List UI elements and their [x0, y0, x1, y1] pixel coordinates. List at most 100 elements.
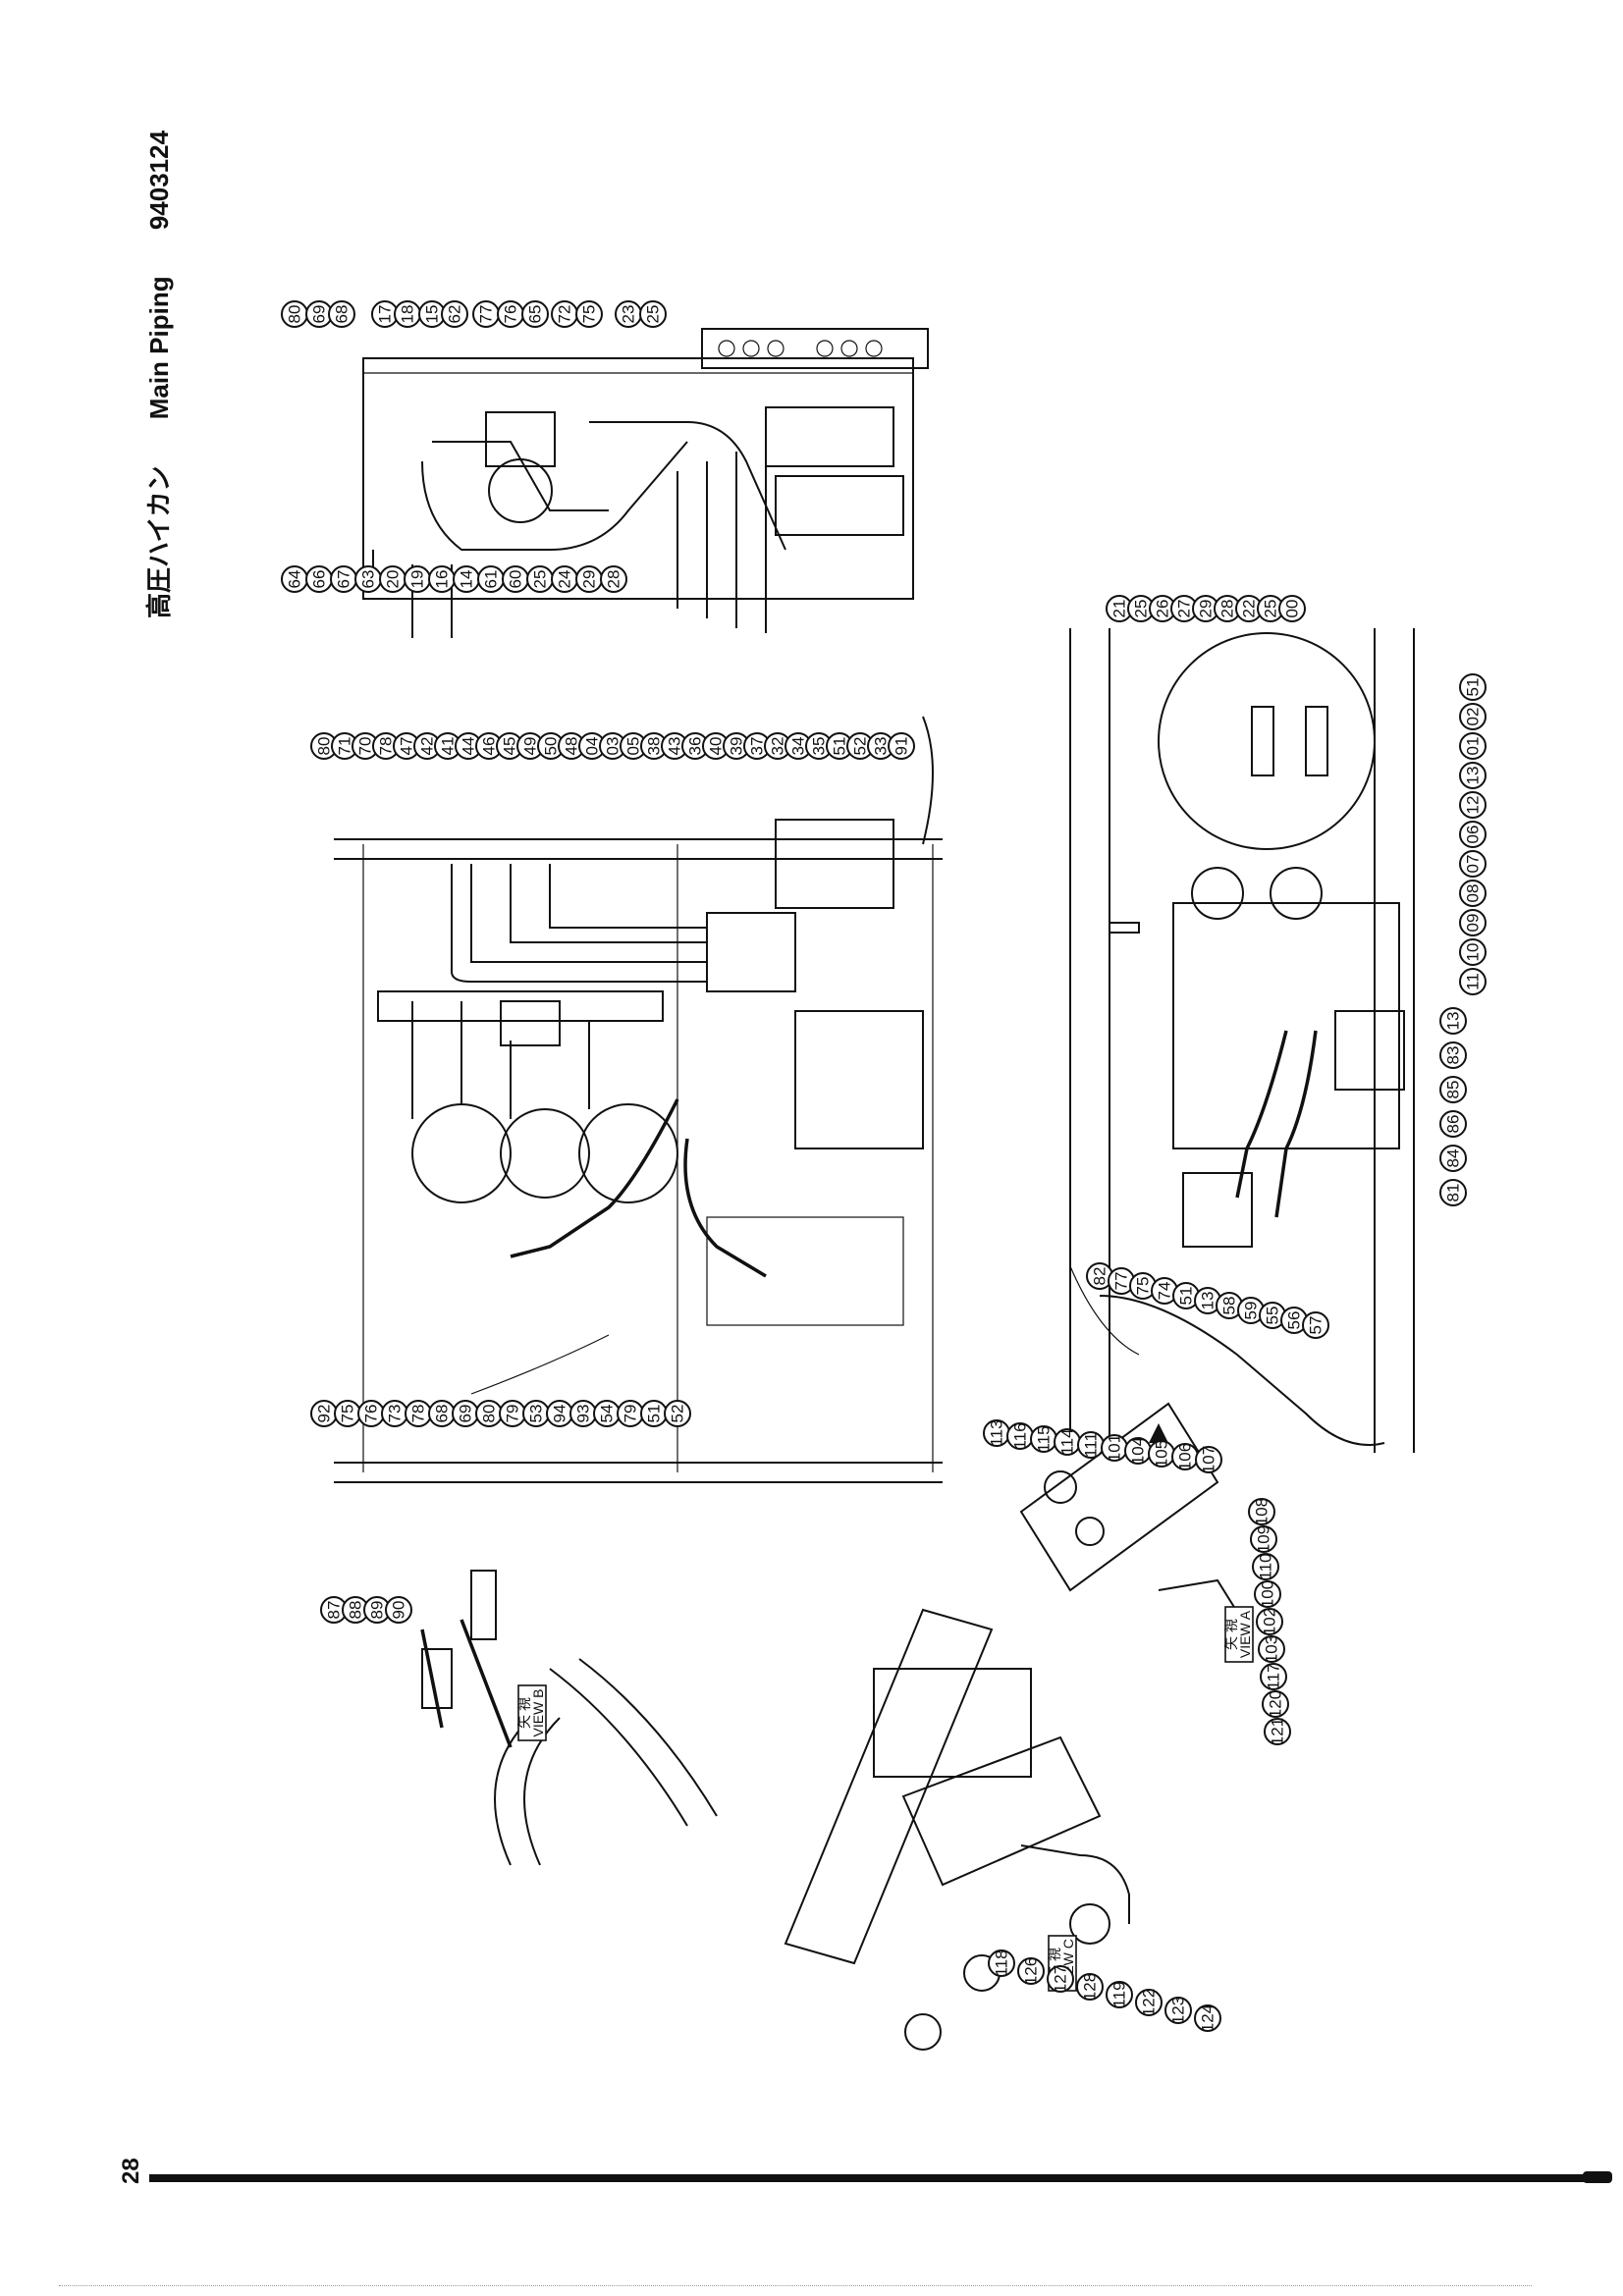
callout-number: 65 — [526, 305, 545, 324]
view-c-callout: 122 — [1135, 1989, 1163, 2016]
callout-circle — [1302, 1311, 1329, 1339]
callout-number: 86 — [1444, 1115, 1463, 1134]
callout-circle — [1248, 1498, 1275, 1525]
callout-number: 101 — [1106, 1434, 1124, 1462]
view-c-callout: 116 — [1006, 1422, 1034, 1450]
callout-number: 72 — [556, 305, 574, 324]
callout-number: 89 — [368, 1601, 387, 1620]
main-view-callout: 52 — [664, 1400, 691, 1427]
callout-number: 109 — [1255, 1525, 1273, 1553]
callout-number: 70 — [356, 737, 375, 756]
view-c-callout: 101 — [1101, 1434, 1128, 1462]
callout-number: 34 — [789, 737, 808, 756]
callout-number: 44 — [460, 737, 478, 756]
callout-number: 47 — [398, 737, 416, 756]
callout-number: 115 — [1035, 1425, 1054, 1452]
top-view-callout: 77 — [472, 300, 500, 328]
callout-number: 01 — [1464, 737, 1483, 756]
callout-number: 27 — [1175, 600, 1194, 618]
callout-number: 79 — [622, 1405, 640, 1423]
callout-number: 75 — [1134, 1277, 1153, 1296]
top-view-callout: 29 — [575, 565, 603, 593]
callout-number: 84 — [1444, 1149, 1463, 1168]
callout-number: 09 — [1464, 914, 1483, 933]
callout-number: 105 — [1153, 1440, 1171, 1468]
callout-number: 78 — [409, 1405, 428, 1423]
callout-number: 75 — [580, 305, 599, 324]
view-b-line1: 矢 視 — [516, 1697, 532, 1729]
right-view-callout: 83 — [1439, 1041, 1467, 1069]
right-view-callout: 22 — [1235, 595, 1263, 622]
top-view-callout: 80 — [281, 300, 308, 328]
callout-circle — [1262, 1690, 1289, 1718]
top-view-callout: 66 — [305, 565, 333, 593]
callout-number: 51 — [1177, 1287, 1196, 1306]
right-view-callout: 06 — [1459, 821, 1487, 848]
callout-number: 64 — [286, 570, 304, 589]
top-view-callout: 28 — [600, 565, 627, 593]
callout-number: 123 — [1169, 1997, 1188, 2024]
callout-number: 40 — [707, 737, 726, 756]
callout-number: 61 — [482, 570, 501, 589]
callout-number: 73 — [386, 1405, 405, 1423]
right-view-callout: 12 — [1459, 791, 1487, 819]
callout-circle — [1439, 1076, 1467, 1103]
callout-number: 51 — [831, 737, 849, 756]
callout-number: 79 — [504, 1405, 522, 1423]
right-assembly-drawing — [1069, 628, 1415, 1453]
view-c-callout: 102 — [1256, 1608, 1283, 1635]
callout-number: 67 — [335, 570, 353, 589]
callout-number: 28 — [1218, 600, 1237, 618]
callout-circle — [1047, 1965, 1074, 1993]
right-view-callout: 08 — [1459, 880, 1487, 907]
top-view-callout: 63 — [354, 565, 382, 593]
view-a-line1: 矢 視 — [1223, 1619, 1239, 1650]
callout-circle — [521, 300, 549, 328]
callout-number: 07 — [1464, 855, 1483, 874]
callout-number: 117 — [1265, 1663, 1283, 1689]
callout-circle — [1459, 703, 1487, 730]
callout-circle — [1459, 909, 1487, 936]
callout-number: 55 — [1264, 1307, 1282, 1325]
view-c-callout: 120 — [1262, 1690, 1289, 1718]
callout-number: 91 — [893, 737, 911, 756]
view-c-callout: 115 — [1030, 1425, 1057, 1453]
callout-circle — [1439, 1179, 1467, 1206]
main-view-callout: 73 — [381, 1400, 408, 1427]
callout-number: 80 — [480, 1405, 499, 1423]
callout-number: 53 — [527, 1405, 546, 1423]
top-view-callout: 61 — [477, 565, 505, 593]
callout-number: 54 — [598, 1405, 617, 1423]
callout-circle — [1459, 821, 1487, 848]
callout-number: 00 — [1283, 600, 1302, 618]
callout-number: 46 — [480, 737, 499, 756]
callout-number: 71 — [336, 737, 354, 756]
right-view-callout: 13 — [1439, 1007, 1467, 1035]
callout-number: 10 — [1464, 943, 1483, 962]
scan-artifact — [59, 2277, 1532, 2286]
callout-number: 52 — [851, 737, 870, 756]
top-view-callout: 69 — [305, 300, 333, 328]
callout-circle — [1459, 938, 1487, 966]
callout-circle — [1260, 1663, 1287, 1690]
callout-number: 121 — [1269, 1718, 1287, 1745]
main-view-callout: 36 — [681, 732, 709, 760]
main-view-callout: 41 — [434, 732, 461, 760]
callout-number: 38 — [645, 737, 664, 756]
callout-number: 75 — [339, 1405, 357, 1423]
view-c-callout: 123 — [1164, 1997, 1192, 2024]
callout-number: 100 — [1259, 1580, 1277, 1608]
callout-number: 108 — [1253, 1498, 1271, 1525]
main-view-callout: 79 — [617, 1400, 644, 1427]
view-c-callout: 118 — [988, 1949, 1015, 1977]
callout-number: 36 — [686, 737, 705, 756]
callout-number: 69 — [310, 305, 329, 324]
top-view-callout: 76 — [497, 300, 524, 328]
right-view-callout: 81 — [1439, 1179, 1467, 1206]
callout-number: 56 — [1285, 1311, 1304, 1330]
main-view-callout: 34 — [784, 732, 812, 760]
callout-number: 80 — [315, 737, 334, 756]
callout-number: 107 — [1200, 1446, 1218, 1473]
callout-number: 94 — [551, 1405, 569, 1423]
